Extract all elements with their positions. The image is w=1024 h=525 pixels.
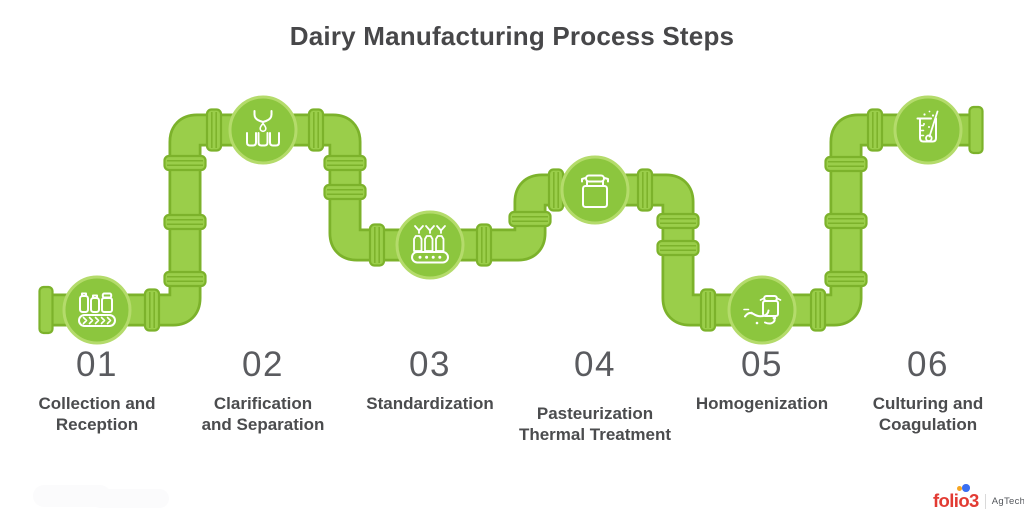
milk-can-icon [581, 174, 609, 208]
step-6: 06 Culturing and Coagulation [838, 345, 1018, 436]
step-number: 01 [76, 345, 118, 384]
pipe-coupling [323, 154, 367, 172]
pipe-coupling [323, 183, 367, 201]
milk-can-splash-icon [743, 295, 782, 325]
step-label: Culturing and Coagulation [872, 393, 984, 435]
culture-beaker-icon [916, 110, 939, 143]
pipe-coupling [809, 288, 827, 332]
pipe-coupling [368, 223, 386, 267]
logo-dot-blue-icon [962, 484, 970, 492]
pipe-end-cap-right [968, 105, 984, 155]
logo-divider [984, 493, 986, 509]
logo-dot-yellow-icon [957, 486, 962, 491]
node-circle-4 [560, 155, 630, 225]
watermark-remnant [33, 485, 169, 508]
pipe-coupling [636, 168, 654, 212]
page-title: Dairy Manufacturing Process Steps [289, 21, 735, 51]
pipe-coupling [205, 108, 223, 152]
pipe-coupling [163, 154, 207, 172]
step-number: 05 [741, 345, 783, 384]
folio3-logo: folio3 AgTech [933, 484, 1024, 512]
pipe-end-cap-left [38, 285, 54, 335]
step-number: 04 [574, 345, 616, 384]
node-circle-2 [228, 95, 298, 165]
step-number: 06 [907, 345, 949, 384]
step-label: Standardization [366, 393, 494, 413]
milk-bottles-conveyor-icon [78, 292, 116, 327]
pipe-coupling [824, 155, 868, 173]
brand-wordmark: folio3 [933, 484, 979, 512]
node-circle-6 [893, 95, 963, 165]
pipe-coupling [824, 212, 868, 230]
pipe-coupling [656, 212, 700, 230]
step-label: Pasteurization Thermal Treatment [518, 403, 672, 445]
node-circle-1 [62, 275, 132, 345]
node-circle-3 [395, 210, 465, 280]
brand-name: folio3 [933, 490, 979, 511]
pipe-coupling [163, 270, 207, 288]
pipe-coupling [143, 288, 161, 332]
step-number: 03 [409, 345, 451, 384]
pipe-coupling [824, 270, 868, 288]
bottle-filling-line-icon [411, 225, 449, 264]
pipe-coupling [656, 239, 700, 257]
separator-funnel-icon [246, 110, 280, 147]
step-label: Collection and Reception [38, 393, 156, 435]
step-number: 02 [242, 345, 284, 384]
pipe-coupling [307, 108, 325, 152]
step-1: 01 Collection and Reception [7, 345, 187, 436]
step-label: Clarification and Separation [201, 393, 325, 435]
step-5: 05 Homogenization [672, 345, 852, 414]
step-3: 03 Standardization [340, 345, 520, 414]
brand-division: AgTech [991, 496, 1024, 507]
step-2: 02 Clarification and Separation [173, 345, 353, 436]
pipe-coupling [163, 213, 207, 231]
step-4: 04 Pasteurization Thermal Treatment [505, 345, 685, 446]
step-label: Homogenization [695, 393, 829, 413]
pipe-coupling [508, 210, 552, 228]
pipe-coupling [866, 108, 884, 152]
pipe-coupling [699, 288, 717, 332]
pipe-coupling [475, 223, 493, 267]
